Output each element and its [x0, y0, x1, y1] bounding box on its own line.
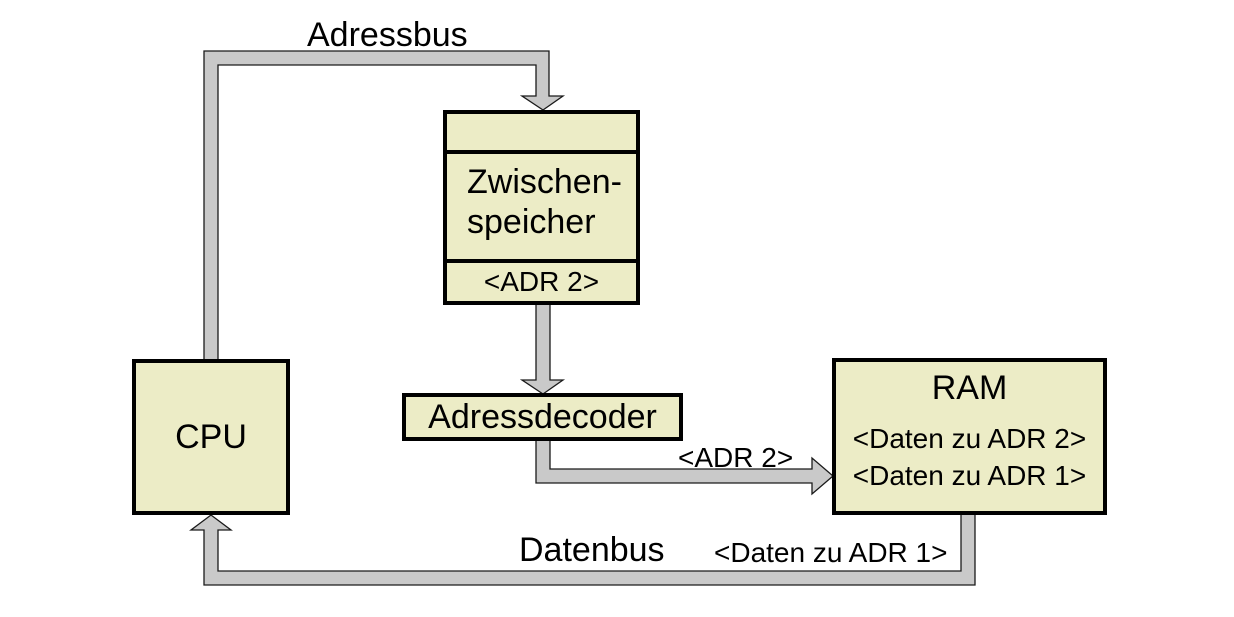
- ram-cell-list: <Daten zu ADR 2> <Daten zu ADR 1>: [836, 420, 1103, 494]
- adr2-bus-value-label: <ADR 2>: [678, 442, 794, 473]
- zwischenspeicher-label-line1: Zwischen-: [467, 163, 622, 201]
- zwischenspeicher-name-section: Zwischen- speicher: [447, 150, 636, 263]
- ram-cell: <Daten zu ADR 2>: [852, 423, 1087, 454]
- adressbus-bus: [203, 50, 566, 366]
- zwischenspeicher-to-adressdecoder-bus: [519, 297, 566, 395]
- zwischenspeicher-label-line2: speicher: [467, 203, 596, 241]
- daten-zu-adr1-bus-value-label: <Daten zu ADR 1>: [714, 537, 948, 568]
- zwischenspeicher-register-value: <ADR 2>: [483, 266, 600, 297]
- ram-label: RAM: [931, 369, 1008, 407]
- zwischenspeicher-box: Zwischen- speicher <ADR 2>: [443, 110, 640, 305]
- adressdecoder-box: Adressdecoder: [402, 393, 683, 441]
- ram-cell: <Daten zu ADR 1>: [852, 460, 1087, 491]
- adressdecoder-label: Adressdecoder: [428, 397, 657, 436]
- adressbus-label: Adressbus: [307, 16, 468, 54]
- zwischenspeicher-empty-section: [447, 114, 636, 150]
- cpu-box: CPU: [132, 359, 290, 515]
- adressdecoder-to-ram-bus: [535, 433, 834, 496]
- ram-box: RAM <Daten zu ADR 2> <Daten zu ADR 1>: [832, 358, 1107, 515]
- zwischenspeicher-register-section: <ADR 2>: [447, 263, 636, 301]
- cpu-label: CPU: [175, 417, 247, 456]
- datenbus-bus: [189, 507, 976, 586]
- datenbus-label: Datenbus: [519, 531, 665, 569]
